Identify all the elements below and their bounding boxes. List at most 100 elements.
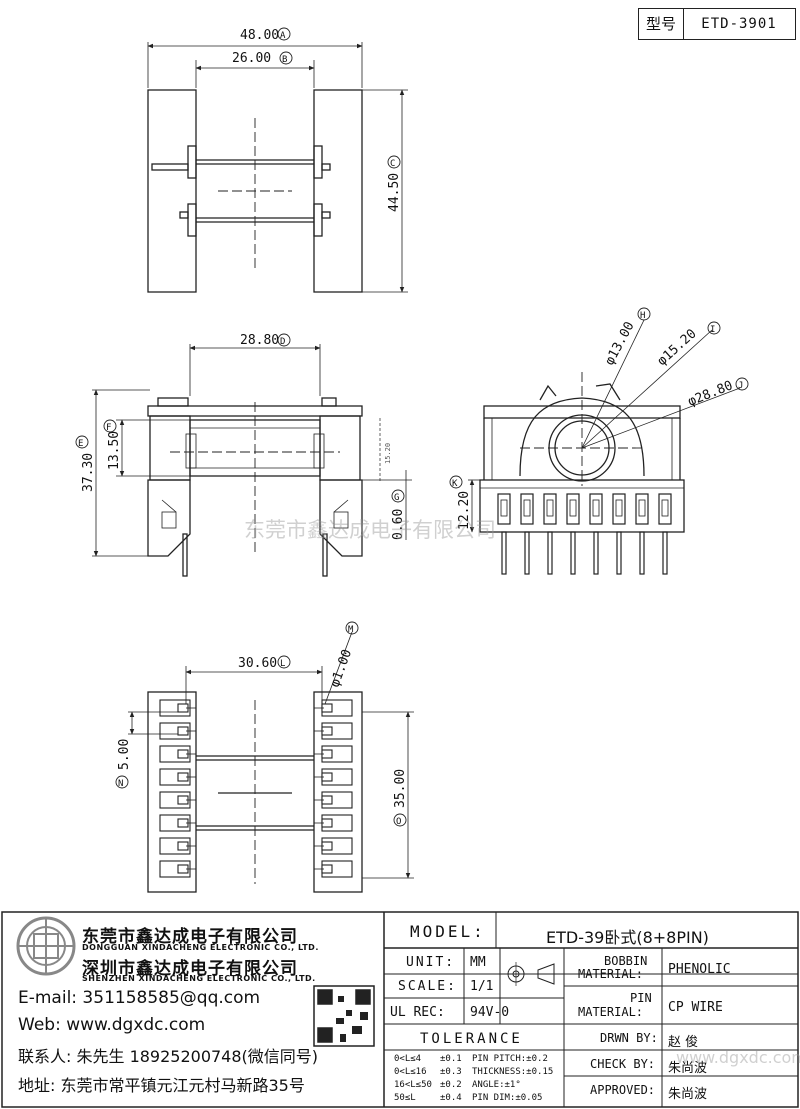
- bottom-view-pins: [159, 699, 353, 878]
- dim-c-value: 44.50: [387, 173, 402, 212]
- bobbin-label-2: MATERIAL:: [578, 967, 644, 981]
- dim-a-value: 48.00: [240, 28, 279, 43]
- end-pin: [593, 531, 599, 575]
- title-block: 东莞市鑫达成电子有限公司 DONGGUAN XINDACHENG ELECTRO…: [0, 912, 800, 1109]
- end-pin-slot: [520, 493, 534, 525]
- unit-label: UNIT:: [406, 955, 456, 970]
- tolerance-cell: ANGLE:±1°: [472, 1080, 521, 1090]
- dim-b-marker: B: [282, 55, 287, 65]
- tolerance-cell: ±0.4: [440, 1093, 462, 1103]
- end-pin-slot: [566, 493, 580, 525]
- company-name-sz-en: SHENZHEN XINDACHENG ELECTRONIC CO., LTD.: [82, 974, 316, 983]
- tolerance-cell: ±0.3: [440, 1067, 462, 1077]
- dim-g-marker: G: [394, 493, 399, 503]
- dim-g-value: 0.60: [391, 509, 406, 540]
- company-web: Web: www.dgxdc.com: [18, 1015, 206, 1035]
- tolerance-cell: THICKNESS:±0.15: [472, 1067, 554, 1077]
- check-label: CHECK BY:: [590, 1057, 656, 1071]
- bottom-view: 30.60 L φ1.00 M 5.00 N 35.00 O: [115, 621, 414, 893]
- end-pin-slot: [658, 493, 672, 525]
- tolerance-cell: PIN DIM:±0.05: [472, 1093, 543, 1103]
- tolerance-cell: ±0.2: [440, 1080, 462, 1090]
- end-pin: [524, 531, 530, 575]
- dim-c-marker: C: [390, 159, 395, 169]
- dim-d-value: 28.80: [240, 333, 279, 348]
- end-pin-slot: [543, 493, 557, 525]
- model-value: ETD-39卧式(8+8PIN): [546, 928, 709, 947]
- tolerance-cell: 16<L≤50: [394, 1080, 432, 1090]
- end-view: 12.20 K φ13.00 H φ15.20 I φ28.80 J: [449, 307, 749, 533]
- top-view: 48.00 A 26.00 B 44.50 C: [147, 27, 408, 293]
- dim-o-value: 35.00: [393, 769, 408, 808]
- ul-label: UL REC:: [390, 1005, 445, 1020]
- dim-inner-value: 15.20: [384, 443, 392, 464]
- dim-l-marker: L: [280, 659, 285, 669]
- dim-b-value: 26.00: [232, 51, 271, 66]
- drawn-value: 赵 俊: [668, 1035, 699, 1050]
- dim-m-value: φ1.00: [328, 647, 355, 689]
- model-code-value: ETD-3901: [701, 16, 777, 32]
- end-pin: [616, 531, 622, 575]
- company-name-dg-en: DONGGUAN XINDACHENG ELECTRONIC CO., LTD.: [82, 943, 319, 952]
- pin-label-1: PIN: [630, 991, 652, 1005]
- dim-h-marker: H: [640, 311, 645, 321]
- check-value: 朱尚波: [668, 1061, 708, 1076]
- model-label: MODEL:: [410, 922, 486, 941]
- scale-label: SCALE:: [398, 979, 457, 994]
- company-name-dg: 东莞市鑫达成电子有限公司: [82, 927, 298, 947]
- dim-o-marker: O: [396, 817, 401, 827]
- tolerance-label: TOLERANCE: [420, 1031, 523, 1047]
- tolerance-cell: ±0.1: [440, 1054, 462, 1064]
- dim-e-marker: E: [78, 439, 83, 449]
- watermark: 东莞市鑫达成电子有限公司: [244, 518, 496, 542]
- end-pin-slot: [635, 493, 649, 525]
- dim-n-value: 5.00: [117, 739, 132, 770]
- tolerance-cell: PIN PITCH:±0.2: [472, 1054, 548, 1064]
- ul-value: 94V-0: [470, 1005, 510, 1020]
- dim-i-marker: I: [710, 325, 715, 335]
- dim-l-value: 30.60: [238, 656, 277, 671]
- model-code-label: 型号: [639, 9, 684, 39]
- footer-watermark: www.dgxdc.com: [676, 1048, 800, 1067]
- dim-n-marker: N: [118, 779, 123, 789]
- dim-m-marker: M: [348, 625, 354, 635]
- company-address: 地址: 东莞市常平镇元江元村马新路35号: [18, 1076, 305, 1095]
- approved-label: APPROVED:: [590, 1083, 656, 1097]
- pin-value: CP WIRE: [668, 1000, 723, 1015]
- end-pin-slot: [497, 493, 511, 525]
- dim-k-value: 12.20: [457, 491, 472, 530]
- end-pin-slot: [589, 493, 603, 525]
- company-email: E-mail: 351158585@qq.com: [18, 988, 261, 1008]
- approved-value: 朱尚波: [668, 1087, 708, 1102]
- pin-label-2: MATERIAL:: [578, 1005, 644, 1019]
- end-pin-slot: [612, 493, 626, 525]
- bobbin-label-1: BOBBIN: [604, 954, 648, 968]
- model-code-box: 型号 ETD-3901: [638, 8, 796, 40]
- side-view: 28.80 D 15.20 37.30: [75, 333, 412, 577]
- tolerance-cell: 0<L≤16: [394, 1067, 427, 1077]
- end-pin: [501, 531, 507, 575]
- end-pin: [639, 531, 645, 575]
- dim-d-marker: D: [280, 337, 285, 347]
- end-pin: [662, 531, 668, 575]
- drawn-label: DRWN BY:: [600, 1031, 658, 1045]
- dim-f-value: 13.50: [107, 431, 122, 470]
- tolerance-cell: 0<L≤4: [394, 1054, 422, 1064]
- dim-e-value: 37.30: [81, 453, 96, 492]
- end-pin: [570, 531, 576, 575]
- dim-j-value: φ28.80: [686, 378, 735, 410]
- scale-value: 1/1: [470, 979, 494, 994]
- dim-k-marker: K: [452, 479, 458, 489]
- dim-a-marker: A: [280, 31, 286, 41]
- company-contact: 联系人: 朱先生 18925200748(微信同号): [18, 1047, 319, 1066]
- unit-value: MM: [470, 955, 486, 970]
- dim-f-marker: F: [106, 423, 111, 433]
- title-block-grid: [1, 911, 799, 1108]
- company-name-sz: 深圳市鑫达成电子有限公司: [82, 959, 298, 979]
- end-view-pins: [497, 493, 672, 575]
- dim-j-marker: J: [738, 381, 743, 391]
- tolerance-cell: 50≤L: [394, 1093, 416, 1103]
- end-pin: [547, 531, 553, 575]
- bobbin-value: PHENOLIC: [668, 962, 731, 977]
